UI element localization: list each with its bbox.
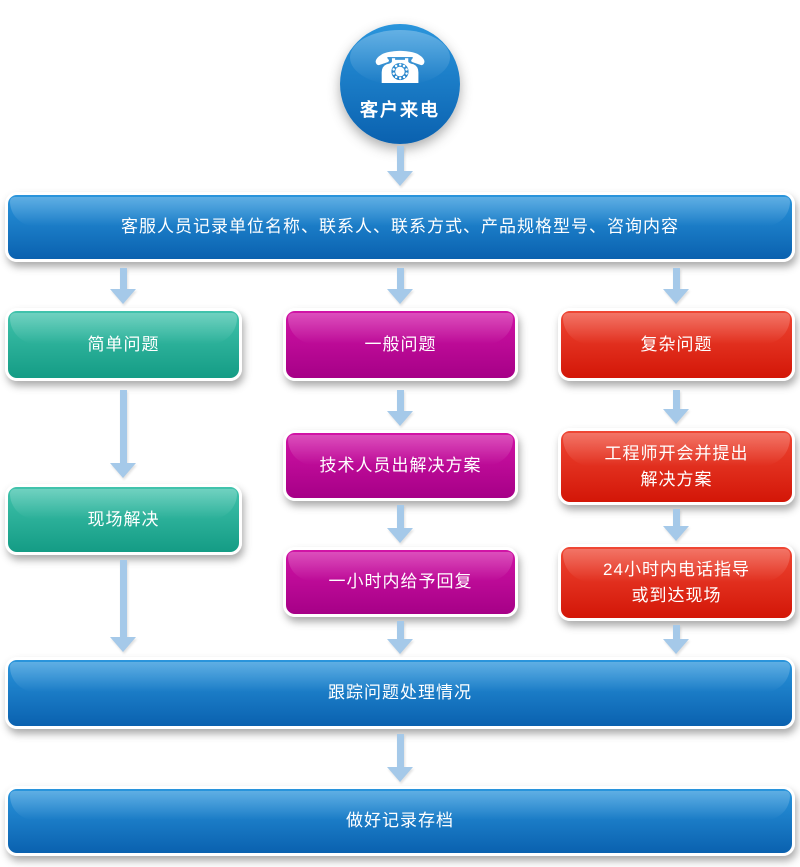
node-customer-call: ☎ 客户来电 — [340, 24, 460, 144]
arrow-stem — [396, 390, 404, 411]
node-engineer-meeting: 工程师开会并提出 解决方案 — [558, 428, 795, 505]
arrow-stem — [672, 509, 680, 526]
arrow-head — [110, 637, 136, 652]
node-24h-support: 24小时内电话指导 或到达现场 — [558, 544, 795, 621]
node-simple-problem: 简单问题 — [5, 308, 242, 381]
node-customer-call-label: 客户来电 — [360, 99, 440, 120]
node-complex-problem: 复杂问题 — [558, 308, 795, 381]
arrow-complex-to-engineer — [663, 390, 689, 424]
arrow-stem — [672, 268, 680, 289]
arrow-record-to-complex — [663, 268, 689, 304]
arrow-head — [663, 289, 689, 304]
arrow-24h-to-track — [663, 625, 689, 654]
arrow-track-to-archive — [387, 734, 413, 782]
arrow-stem — [119, 268, 127, 289]
arrow-stem — [396, 734, 404, 767]
arrow-general-to-tech — [387, 390, 413, 426]
arrow-head — [387, 411, 413, 426]
arrow-tech-to-reply — [387, 505, 413, 543]
arrow-head — [663, 409, 689, 424]
arrow-head — [387, 171, 413, 186]
arrow-head — [663, 639, 689, 654]
arrow-stem — [672, 625, 680, 639]
node-track-progress: 跟踪问题处理情况 — [5, 657, 795, 729]
arrow-head — [387, 767, 413, 782]
arrow-stem — [396, 146, 404, 171]
arrow-stem — [396, 268, 404, 289]
node-record-info: 客服人员记录单位名称、联系人、联系方式、产品规格型号、咨询内容 — [5, 192, 795, 262]
arrow-stem — [672, 390, 680, 409]
arrow-head — [387, 289, 413, 304]
arrow-simple-to-onsite — [110, 390, 136, 478]
arrow-record-to-general — [387, 268, 413, 304]
arrow-head — [663, 526, 689, 541]
arrow-stem — [396, 505, 404, 528]
arrow-head — [387, 528, 413, 543]
node-tech-solution: 技术人员出解决方案 — [283, 430, 518, 501]
arrow-head — [387, 639, 413, 654]
arrow-stem — [396, 621, 404, 639]
arrow-reply-to-track — [387, 621, 413, 654]
phone-icon: ☎ — [372, 42, 428, 94]
arrow-engineer-to-24h — [663, 509, 689, 541]
arrow-head — [110, 463, 136, 478]
arrow-stem — [119, 390, 127, 463]
node-one-hour-reply: 一小时内给予回复 — [283, 547, 518, 617]
node-general-problem: 一般问题 — [283, 308, 518, 381]
node-onsite-solution: 现场解决 — [5, 484, 242, 555]
arrow-start-to-record — [387, 146, 413, 186]
arrow-stem — [119, 560, 127, 637]
arrow-onsite-to-track — [110, 560, 136, 652]
node-archive-records: 做好记录存档 — [5, 786, 795, 856]
arrow-head — [110, 289, 136, 304]
arrow-record-to-simple — [110, 268, 136, 304]
